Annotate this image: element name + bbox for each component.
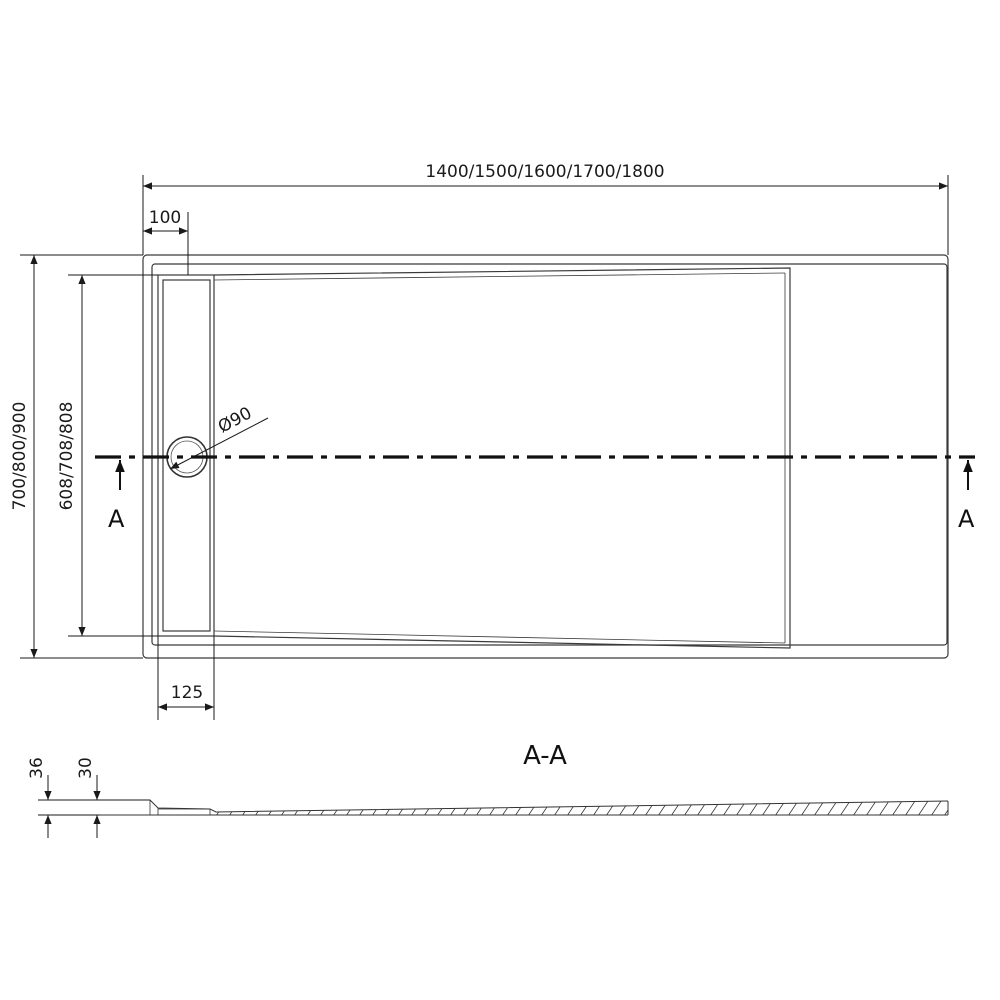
section-hatch-line	[852, 801, 866, 815]
section-hatch-line	[930, 801, 944, 815]
section-hatch-line	[410, 801, 424, 815]
section-hatch-line	[553, 801, 567, 815]
section-hatch-line	[696, 801, 710, 815]
section-hatch-line	[579, 801, 593, 815]
section-hatch-line	[800, 801, 814, 815]
section-hatch-line	[943, 801, 948, 815]
dimension-lines	[20, 175, 949, 720]
section-hatch-line	[605, 801, 619, 815]
height-edge-label: 30	[76, 757, 96, 779]
section-hatch-line	[488, 801, 502, 815]
section-hatch-line	[722, 801, 736, 815]
section-hatch-line	[917, 801, 931, 815]
section-hatch-line	[280, 801, 294, 815]
section-hatch-line	[332, 801, 346, 815]
section-hatch-line	[813, 801, 827, 815]
section-hatch-line	[475, 801, 489, 815]
section-hatch-line	[397, 801, 411, 815]
section-hatch-line	[254, 801, 268, 815]
section-hatch-line	[566, 801, 580, 815]
section-hatch-line	[592, 801, 606, 815]
section-hatch-line	[787, 801, 801, 815]
section-hatch-line	[306, 801, 320, 815]
channel-width-label: 125	[171, 683, 203, 703]
section-marker-right: A	[958, 505, 975, 533]
section-hatch-line	[449, 801, 463, 815]
section-hatch-line	[774, 801, 788, 815]
inner-width-label: 608/708/808	[57, 402, 77, 511]
section-hatch-line	[904, 801, 918, 815]
section-hatch-line	[957, 798, 969, 816]
section-hatch-line	[358, 801, 372, 815]
section-hatch-line	[644, 801, 658, 815]
section-hatch-line	[345, 801, 359, 815]
section-title: A-A	[523, 741, 567, 771]
section-hatch-line	[891, 801, 905, 815]
section-hatch-line	[228, 801, 242, 815]
section-hatch-line	[657, 801, 671, 815]
section-marker-left: A	[108, 505, 125, 533]
section-hatch-line	[683, 801, 697, 815]
overall-width-label: 700/800/900	[10, 402, 30, 511]
section-hatch-line	[293, 801, 307, 815]
section-hatch-line	[371, 801, 385, 815]
section-hatch-line	[761, 801, 775, 815]
section-hatch-line	[267, 801, 281, 815]
edge-offset-label: 100	[149, 208, 181, 228]
section-hatch-line	[748, 801, 762, 815]
section-view	[46, 798, 969, 816]
section-hatch-line	[618, 801, 632, 815]
section-hatch-line	[241, 801, 255, 815]
section-hatch-line	[735, 801, 749, 815]
section-hatch-line	[865, 801, 879, 815]
section-hatch-line	[436, 801, 450, 815]
section-hatch-line	[462, 801, 476, 815]
section-hatch-line	[501, 801, 515, 815]
section-hatch-line	[423, 801, 437, 815]
drain-diameter-label: Ø90	[215, 403, 255, 437]
drain-diameter-leader	[169, 417, 269, 470]
section-hatch-line	[319, 801, 333, 815]
section-hatch-line	[878, 801, 892, 815]
tray-inner-outline	[151, 263, 948, 646]
section-hatch-line	[384, 801, 398, 815]
section-dimension-lines	[38, 775, 150, 838]
section-hatch-line	[631, 801, 645, 815]
section-hatch-line	[826, 801, 840, 815]
section-hatch-line	[709, 801, 723, 815]
overall-length-label: 1400/1500/1600/1700/1800	[425, 162, 664, 182]
section-hatch-line	[216, 801, 229, 815]
height-total-label: 36	[27, 757, 47, 779]
section-hatch-line	[839, 801, 853, 815]
section-hatch-line	[670, 801, 684, 815]
